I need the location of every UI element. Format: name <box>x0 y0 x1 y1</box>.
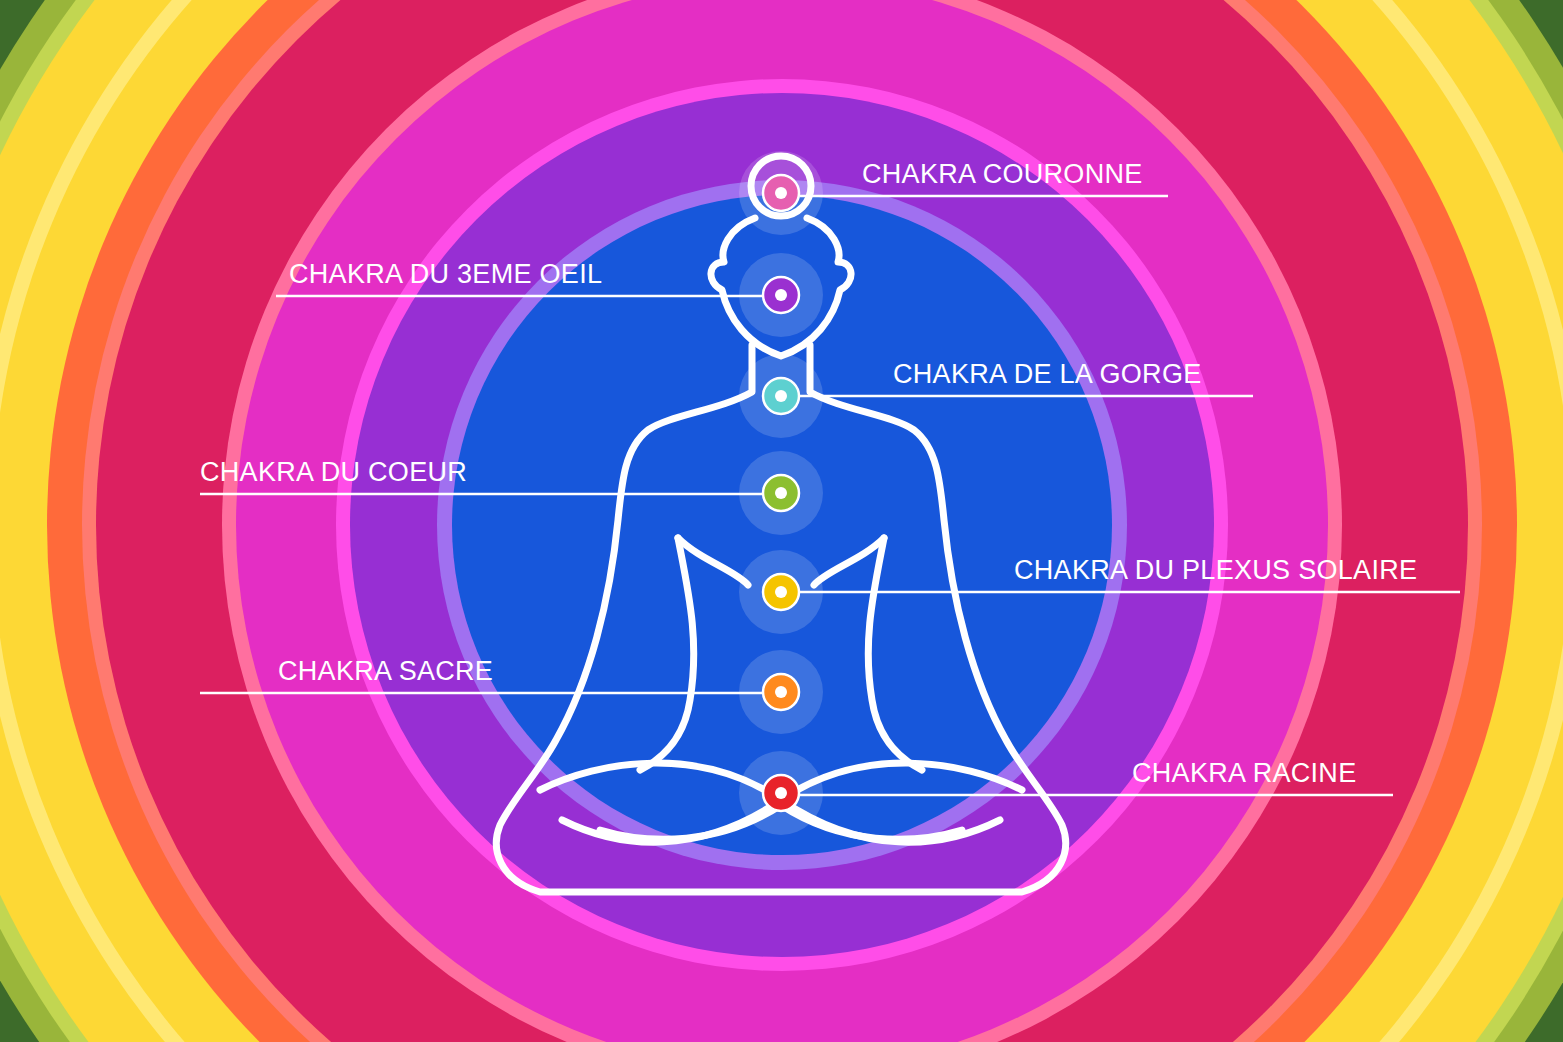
leader-line <box>200 692 762 695</box>
leader-line <box>276 295 762 298</box>
chakra-dot <box>763 775 799 811</box>
chakra-dot <box>763 674 799 710</box>
chakra-halo <box>739 151 823 235</box>
chakra-center <box>775 487 787 499</box>
chakra-center <box>775 187 787 199</box>
chakra-dot <box>763 277 799 313</box>
chakra-label: CHAKRA DU 3EME OEIL <box>289 258 602 290</box>
chakra-center <box>775 787 787 799</box>
chakra-label: CHAKRA DU COEUR <box>200 456 467 488</box>
chakra-halo <box>739 751 823 835</box>
leader-line <box>800 195 1168 198</box>
chakra-dot <box>763 378 799 414</box>
leader-line <box>200 493 762 496</box>
chakra-center <box>775 686 787 698</box>
chakra-dot <box>763 475 799 511</box>
chakra-label: CHAKRA SACRE <box>278 655 493 687</box>
leader-line <box>800 591 1460 594</box>
chakra-label: CHAKRA DE LA GORGE <box>893 358 1202 390</box>
chakra-label: CHAKRA COURONNE <box>862 158 1143 190</box>
leader-line <box>800 794 1393 797</box>
chakra-dot <box>763 574 799 610</box>
chakra-center <box>775 289 787 301</box>
chakra-dot <box>763 175 799 211</box>
chakra-label: CHAKRA DU PLEXUS SOLAIRE <box>1014 554 1417 586</box>
chakra-center <box>775 586 787 598</box>
leader-line <box>800 395 1253 398</box>
chakra-label: CHAKRA RACINE <box>1132 757 1356 789</box>
chakra-center <box>775 390 787 402</box>
